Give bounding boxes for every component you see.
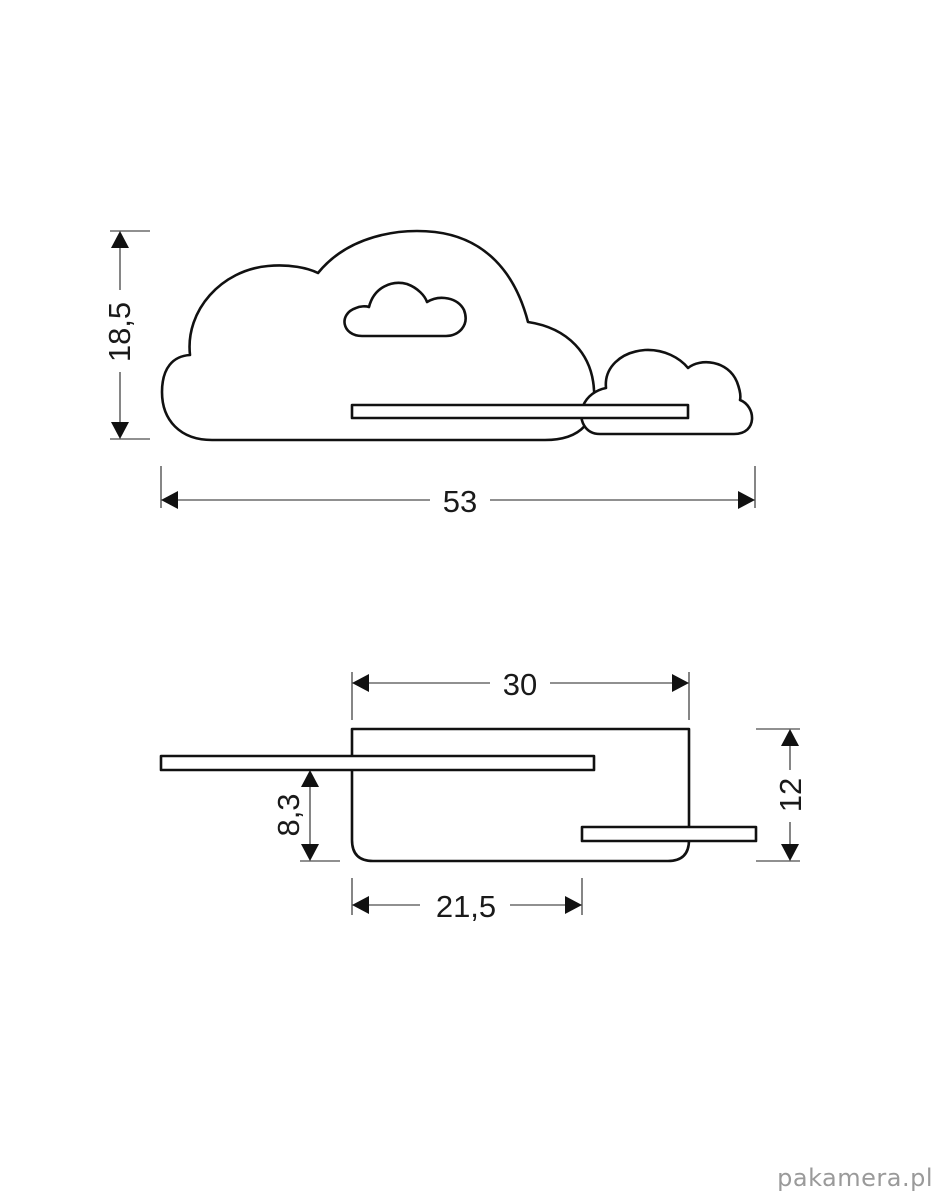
- offset-arrow-up: [301, 770, 319, 787]
- front-view: 18,5 53: [102, 229, 756, 519]
- cloud-cutout: [343, 281, 467, 338]
- large-cloud-outline: [160, 229, 596, 442]
- top-height-label: 12: [773, 778, 808, 812]
- width-arrow-right: [738, 491, 755, 509]
- height12-arrow-up: [781, 729, 799, 746]
- top-depth-label: 30: [503, 667, 537, 702]
- offset-arrow-down: [301, 844, 319, 861]
- height-arrow-up: [111, 231, 129, 248]
- width-arrow-left: [161, 491, 178, 509]
- height-arrow-down: [111, 422, 129, 439]
- top-view: 30 8,3 12 21,5: [159, 667, 808, 924]
- front-width-label: 53: [443, 484, 477, 519]
- top-long-shelf: [159, 754, 596, 772]
- top-base-label: 21,5: [436, 889, 496, 924]
- watermark-logo: pakamera.pl: [777, 1164, 933, 1192]
- base-arrow-right: [565, 896, 582, 914]
- small-cloud-outline: [580, 348, 754, 436]
- top-short-shelf: [580, 825, 758, 843]
- base-arrow-left: [352, 896, 369, 914]
- height12-arrow-down: [781, 844, 799, 861]
- depth-arrow-left: [352, 674, 369, 692]
- front-height-label: 18,5: [102, 302, 137, 362]
- front-shelf-bar: [350, 403, 690, 420]
- depth-arrow-right: [672, 674, 689, 692]
- top-shelf-offset-label: 8,3: [271, 793, 306, 836]
